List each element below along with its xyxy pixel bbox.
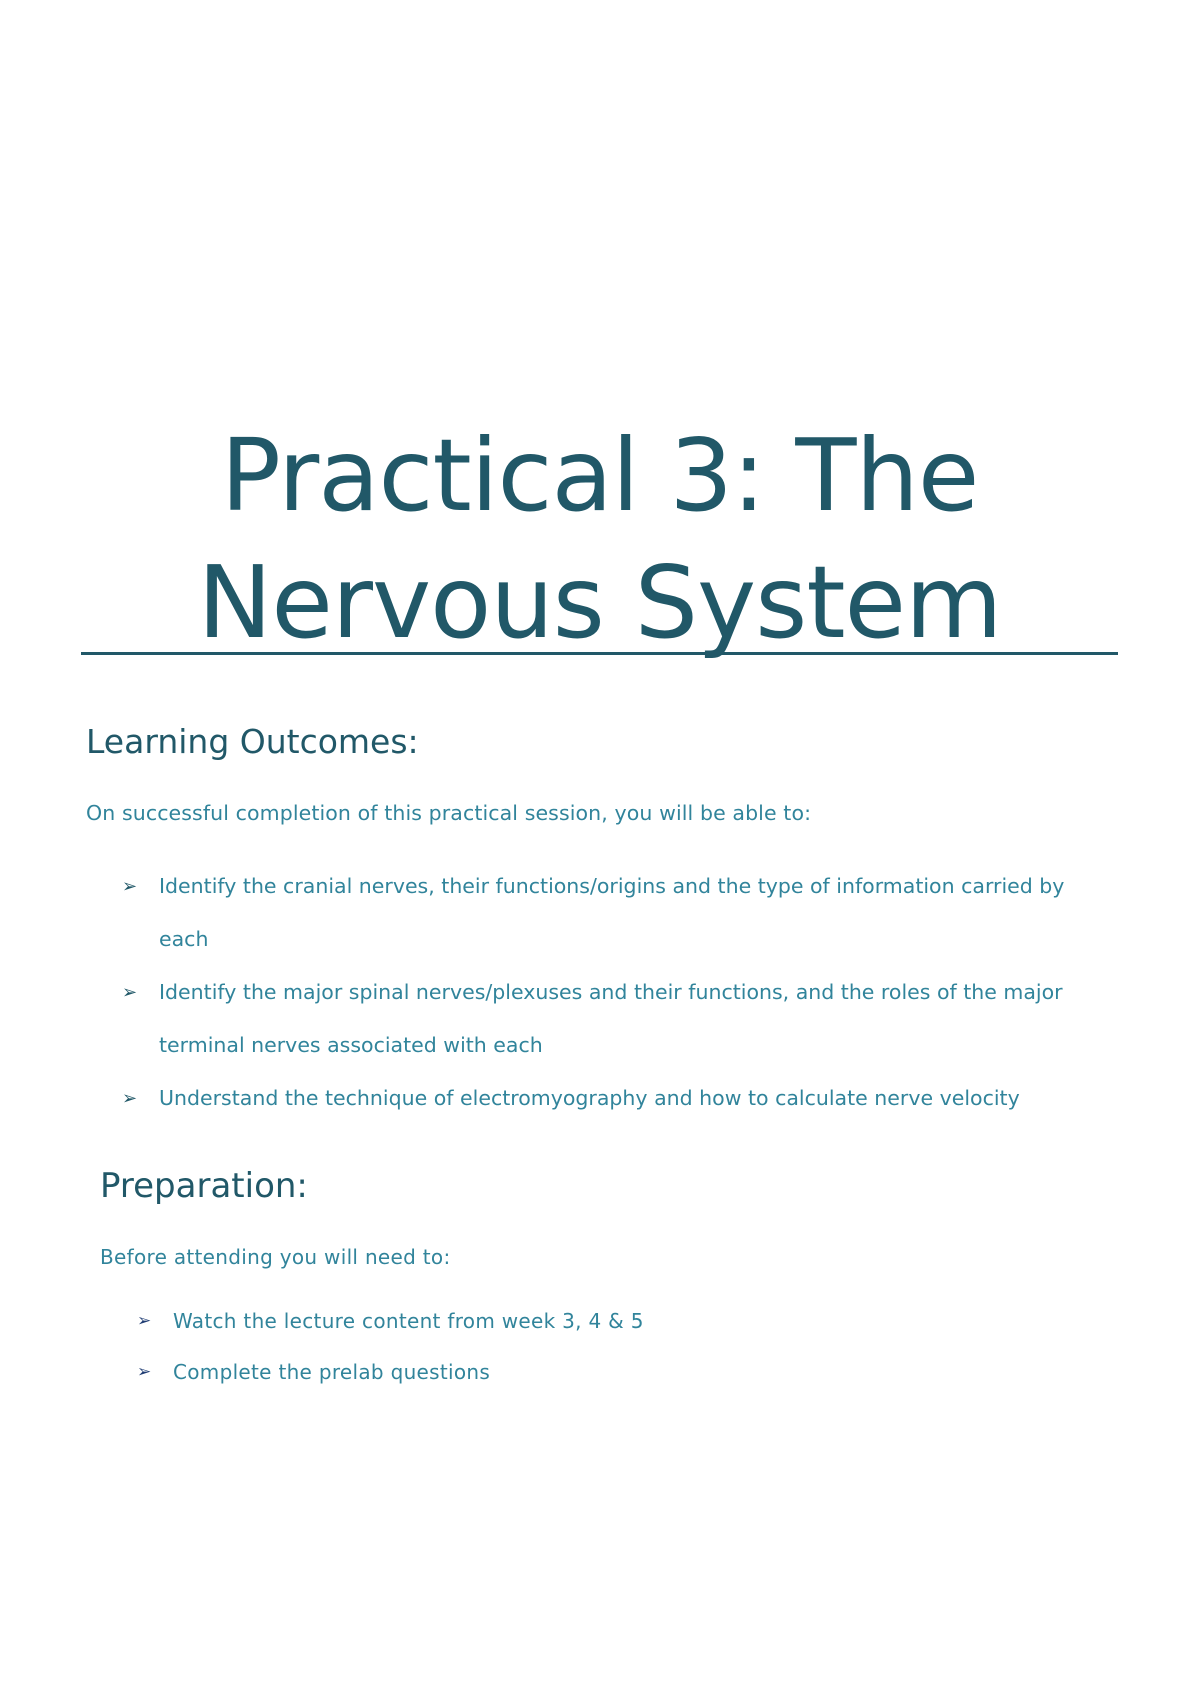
list-item-text: Identify the cranial nerves, their funct… <box>159 874 1065 951</box>
arrowhead-bullet-icon: ➢ <box>122 876 138 897</box>
list-item-text: Watch the lecture content from week 3, 4… <box>173 1309 644 1333</box>
list-item-text: Complete the prelab questions <box>173 1360 491 1384</box>
arrowhead-bullet-icon: ➢ <box>122 982 138 1003</box>
arrowhead-bullet-icon: ➢ <box>137 1362 152 1382</box>
list-item: ➢ Identify the major spinal nerves/plexu… <box>122 966 1122 1072</box>
list-item-text: Identify the major spinal nerves/plexuse… <box>159 980 1063 1057</box>
title-line-1: Practical 3: The <box>220 417 980 534</box>
arrowhead-bullet-icon: ➢ <box>122 1088 138 1109</box>
arrowhead-bullet-icon: ➢ <box>137 1311 152 1331</box>
list-item-text: Understand the technique of electromyogr… <box>159 1086 1020 1110</box>
preparation-heading: Preparation: <box>100 1166 308 1206</box>
list-item: ➢ Complete the prelab questions <box>137 1347 644 1398</box>
list-item: ➢ Understand the technique of electromyo… <box>122 1072 1122 1125</box>
title-line-2: Nervous System <box>197 544 1003 661</box>
preparation-list: ➢ Watch the lecture content from week 3,… <box>137 1296 644 1398</box>
list-item: ➢ Watch the lecture content from week 3,… <box>137 1296 644 1347</box>
title-underline-divider <box>81 652 1118 655</box>
preparation-intro: Before attending you will need to: <box>100 1245 451 1269</box>
page-title: Practical 3: The Nervous System <box>81 412 1118 666</box>
learning-outcomes-list: ➢ Identify the cranial nerves, their fun… <box>122 860 1122 1125</box>
learning-outcomes-heading: Learning Outcomes: <box>86 722 419 761</box>
list-item: ➢ Identify the cranial nerves, their fun… <box>122 860 1122 966</box>
learning-outcomes-intro: On successful completion of this practic… <box>86 801 812 825</box>
